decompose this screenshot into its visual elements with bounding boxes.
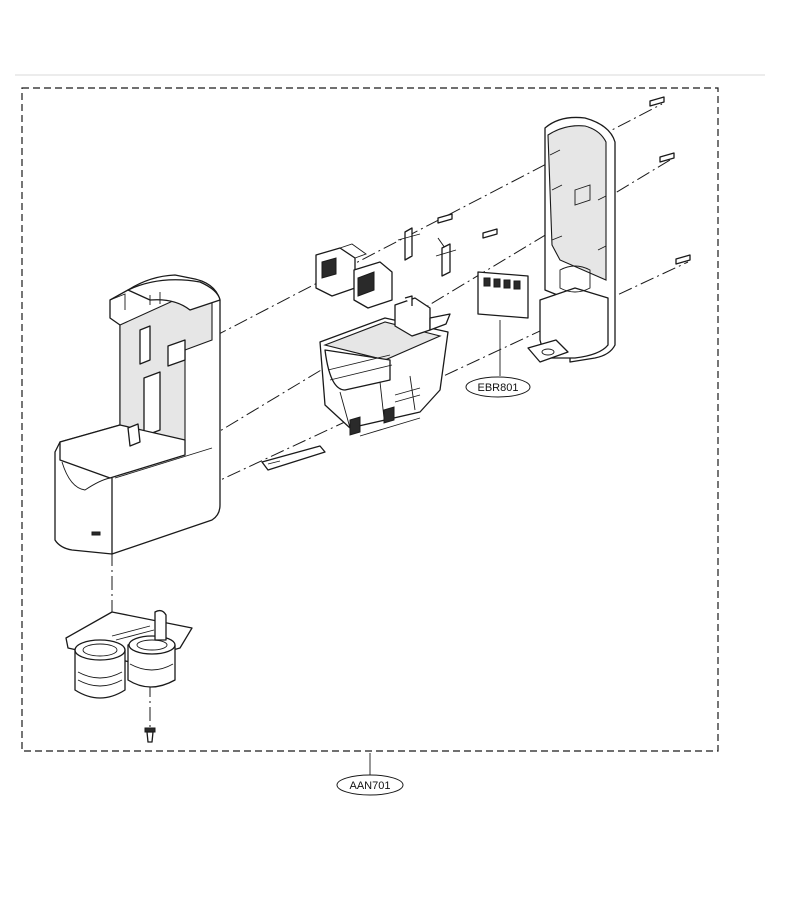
callout-ebr801: EBR801 — [465, 376, 531, 398]
callout-ebr801-bubble — [465, 376, 531, 398]
bottom-screw — [144, 727, 156, 743]
left-housing — [54, 274, 221, 555]
callout-ebr801-label: EBR801 — [478, 382, 519, 394]
right-tall-housing — [527, 116, 616, 363]
callout-aan701: AAN701 — [336, 753, 404, 796]
callout-aan701-label: AAN701 — [350, 780, 391, 792]
callout-aan701-bubble — [336, 774, 404, 796]
assembly-boundary — [21, 87, 719, 752]
central-tray-unit — [319, 295, 451, 437]
pcb-board — [477, 271, 529, 376]
small-brackets — [397, 227, 457, 277]
metal-strip — [261, 445, 326, 471]
nozzle-cup-part — [65, 609, 193, 699]
screws — [437, 96, 691, 265]
clip-pair — [315, 243, 393, 309]
